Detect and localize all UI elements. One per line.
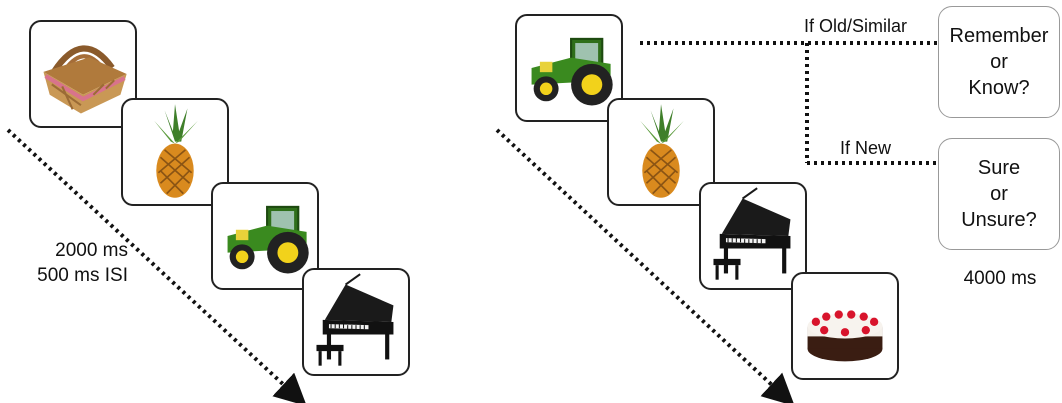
study-card-3 — [211, 182, 319, 290]
test-card-3 — [699, 182, 807, 290]
remember-know-box: Remember or Know? — [938, 6, 1060, 118]
sure-unsure-box: Sure or Unsure? — [938, 138, 1060, 250]
test-card-1 — [515, 14, 623, 122]
response-new-line-3: Unsure? — [961, 209, 1037, 231]
picnic-basket-icon — [43, 45, 127, 114]
response-new-line-1: Sure — [977, 157, 1021, 179]
cake-icon — [807, 310, 883, 362]
response-new-line-2: or — [990, 183, 1008, 205]
new-label: If New — [840, 138, 892, 158]
test-time-arrow — [495, 128, 795, 403]
study-timing-duration: 2000 ms — [55, 240, 128, 261]
response-old-line-2: or — [990, 51, 1008, 73]
tractor-icon — [227, 205, 309, 274]
old-similar-label: If Old/Similar — [804, 16, 908, 36]
study-card-1 — [29, 20, 137, 128]
study-timing-isi: 500 ms ISI — [37, 265, 128, 286]
test-card-2 — [607, 98, 715, 206]
study-card-4 — [302, 268, 410, 376]
response-old-line-3: Know? — [968, 77, 1030, 99]
study-timing: 2000 ms 500 ms ISI — [16, 238, 128, 288]
test-timing: 4000 ms — [963, 268, 1037, 289]
study-time-arrow — [6, 128, 307, 403]
tractor-icon — [531, 37, 613, 106]
study-card-2 — [121, 98, 229, 206]
pineapple-icon — [640, 104, 684, 198]
test-card-4 — [791, 272, 899, 380]
grand-piano-icon — [713, 187, 791, 280]
pineapple-icon — [154, 104, 198, 198]
response-old-line-1: Remember — [949, 25, 1049, 47]
grand-piano-icon — [316, 273, 394, 366]
